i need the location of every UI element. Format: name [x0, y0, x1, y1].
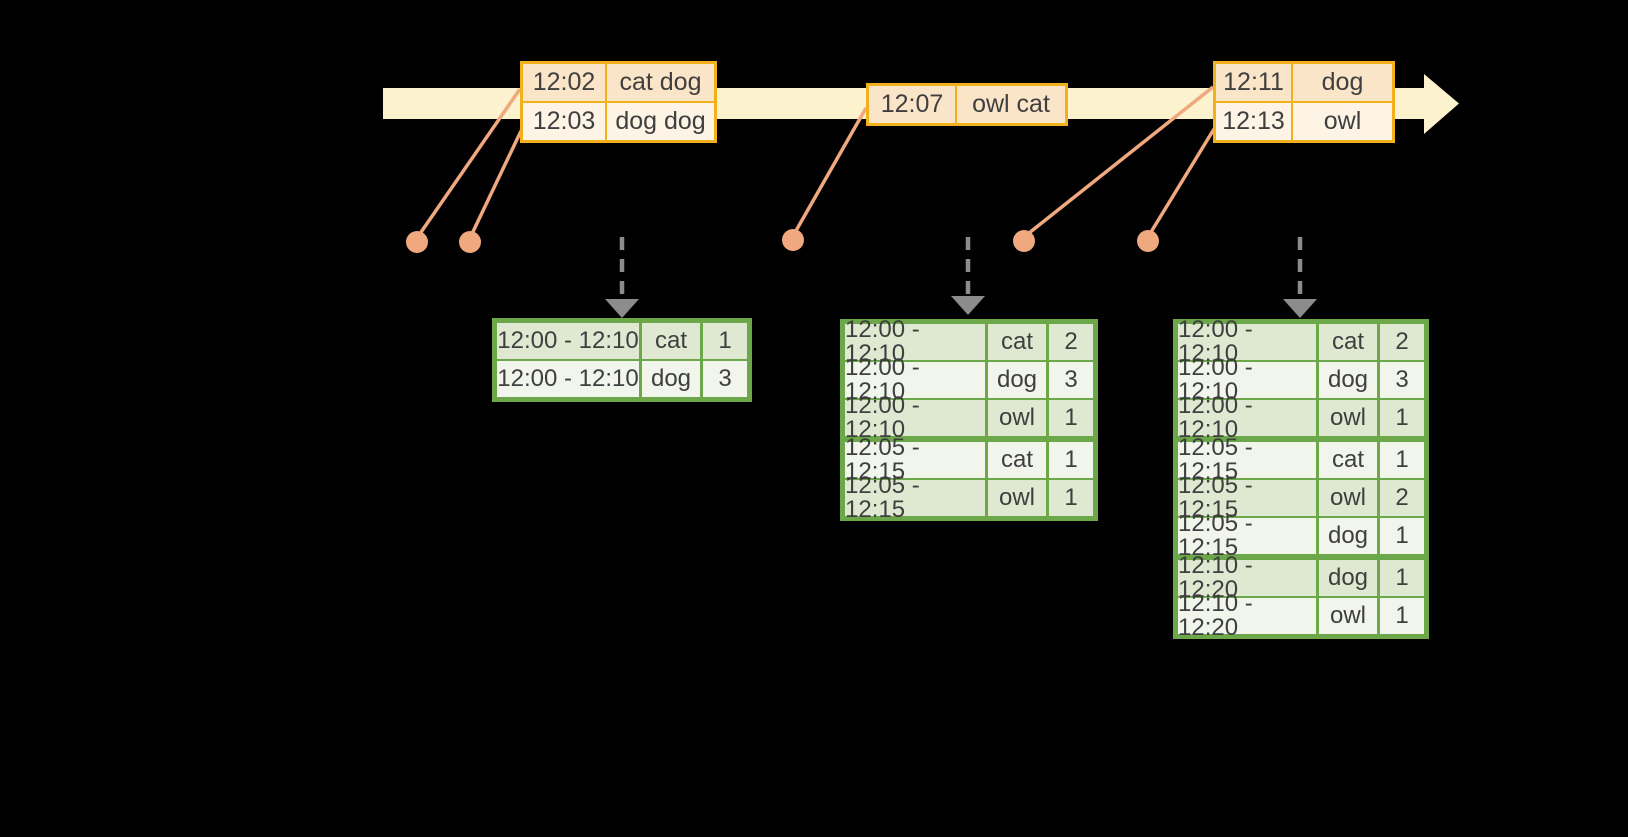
event-words-cell: dog: [1293, 64, 1392, 101]
count-cell: 3: [1380, 362, 1424, 398]
word-cell: cat: [988, 442, 1046, 478]
event-time-cell: 12:11: [1216, 64, 1291, 101]
event-words-cell: owl: [1293, 103, 1392, 140]
event-dot-icon: [406, 231, 428, 253]
trigger-arrowhead-icon: [951, 296, 985, 315]
count-cell: 3: [703, 361, 747, 397]
count-cell: 1: [1380, 598, 1424, 634]
word-cell: cat: [1319, 324, 1377, 360]
count-cell: 1: [1380, 442, 1424, 478]
event-time-cell: 12:07: [869, 86, 955, 123]
connector-line: [1022, 85, 1215, 239]
window-cell: 12:00 - 12:10: [1178, 394, 1316, 442]
count-cell: 1: [1380, 518, 1424, 554]
word-cell: owl: [1319, 480, 1377, 516]
event-time-cell: 12:02: [523, 64, 605, 101]
window-cell: 12:00 - 12:10: [1178, 356, 1316, 404]
event-words-cell: dog dog: [607, 103, 714, 140]
word-cell: dog: [988, 362, 1046, 398]
count-cell: 3: [1049, 362, 1093, 398]
event-dot-icon: [1013, 230, 1035, 252]
count-cell: 2: [1380, 480, 1424, 516]
connector-line: [468, 130, 523, 239]
event-dot-icon: [459, 231, 481, 253]
count-cell: 1: [1049, 480, 1093, 516]
word-cell: cat: [1319, 442, 1377, 478]
event-time-cell: 12:03: [523, 103, 605, 140]
word-cell: owl: [1319, 400, 1377, 436]
word-cell: owl: [1319, 598, 1377, 634]
trigger-arrowhead-icon: [605, 299, 639, 318]
window-cell: 12:10 - 12:20: [1178, 592, 1316, 640]
window-cell: 12:00 - 12:10: [845, 356, 985, 404]
count-cell: 2: [1049, 324, 1093, 360]
count-cell: 1: [1380, 400, 1424, 436]
event-dot-icon: [1137, 230, 1159, 252]
word-cell: dog: [1319, 362, 1377, 398]
connector-line: [791, 107, 868, 237]
count-cell: 1: [1049, 442, 1093, 478]
event-words-cell: owl cat: [957, 86, 1065, 123]
connector-line: [1146, 128, 1216, 238]
window-cell: 12:05 - 12:15: [845, 436, 985, 484]
timeline-arrowhead-icon: [1424, 74, 1459, 134]
window-cell: 12:00 - 12:10: [497, 323, 639, 359]
word-cell: dog: [1319, 560, 1377, 596]
word-cell: dog: [1319, 518, 1377, 554]
word-cell: dog: [642, 361, 700, 397]
word-cell: cat: [988, 324, 1046, 360]
connector-line: [415, 88, 522, 239]
event-words-cell: cat dog: [607, 64, 714, 101]
event-dot-icon: [782, 229, 804, 251]
event-time-cell: 12:13: [1216, 103, 1291, 140]
count-cell: 1: [1380, 560, 1424, 596]
count-cell: 2: [1380, 324, 1424, 360]
trigger-arrowhead-icon: [1283, 299, 1317, 318]
window-cell: 12:10 - 12:20: [1178, 554, 1316, 602]
window-cell: 12:00 - 12:10: [845, 318, 985, 366]
window-cell: 12:00 - 12:10: [845, 394, 985, 442]
count-cell: 1: [1049, 400, 1093, 436]
window-cell: 12:00 - 12:10: [497, 361, 639, 397]
count-cell: 1: [703, 323, 747, 359]
window-cell: 12:05 - 12:15: [1178, 512, 1316, 560]
word-cell: cat: [642, 323, 700, 359]
word-cell: owl: [988, 400, 1046, 436]
window-cell: 12:05 - 12:15: [845, 474, 985, 522]
word-cell: owl: [988, 480, 1046, 516]
